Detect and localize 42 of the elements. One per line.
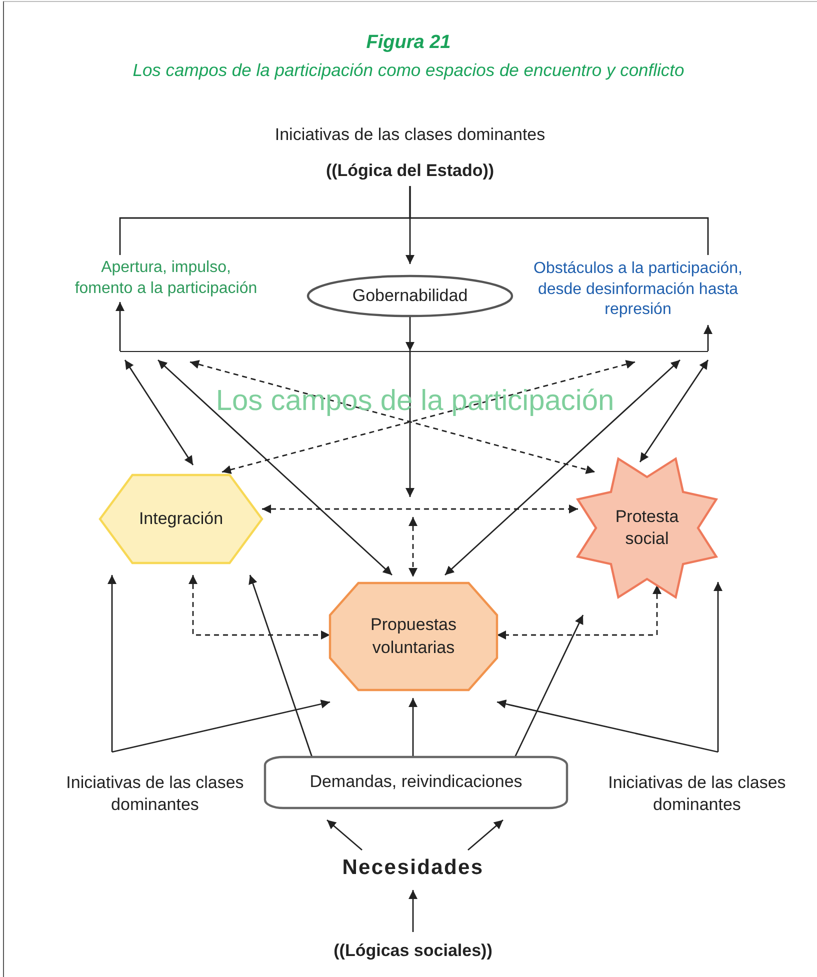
dashed-arrow: [262, 504, 578, 514]
arrow: [408, 890, 418, 932]
figure-title: Figura 21: [365, 32, 452, 54]
arrow: [406, 352, 414, 497]
hexagon-node: [100, 475, 262, 563]
text-label: ((Lógicas sociales)): [334, 940, 492, 962]
arrow: [468, 819, 504, 851]
arrow: [116, 302, 124, 351]
arrow: [248, 574, 313, 758]
dashed-arrow: [188, 575, 330, 640]
arrow: [158, 359, 392, 576]
text-label: Necesidades: [342, 855, 484, 882]
arrow: [124, 360, 194, 466]
arrow: [496, 700, 718, 753]
octagon-node: [330, 583, 497, 690]
arrow: [326, 819, 362, 851]
connector-line: [409, 186, 709, 255]
arrow: [112, 700, 330, 753]
node-label: Propuestas voluntarias: [370, 614, 458, 658]
arrow: [514, 614, 584, 758]
node-label: Demandas, reivindicaciones: [310, 771, 522, 794]
text-label: Iniciativas de las clases dominantes: [65, 772, 245, 816]
node-label: Protesta social: [614, 506, 680, 550]
ellipse-node: [308, 276, 512, 316]
rounded-box: [265, 757, 567, 808]
dashed-arrow: [497, 585, 662, 640]
arrow: [639, 360, 709, 462]
arrow: [444, 359, 680, 576]
dashed-arrow: [408, 517, 418, 577]
arrow: [704, 325, 712, 351]
arrow: [108, 575, 116, 752]
arrow: [714, 582, 722, 752]
figure-caption: Los campos de la participación como espacios de encuentro y conflicto: [132, 60, 686, 81]
node-label: Integración: [138, 508, 224, 530]
arrow: [408, 698, 418, 757]
node-label: Gobernabilidad: [352, 284, 468, 307]
text-label: Iniciativas de las clases dominantes: [274, 124, 546, 146]
text-label: Obstáculos a la participación, desde desinformación hasta represión: [532, 258, 744, 320]
text-label: Apertura, impulso, fomento a la participación: [74, 258, 258, 298]
text-label: ((Lógica del Estado)): [326, 160, 494, 182]
text-label: Iniciativas de las clases dominantes: [607, 772, 787, 816]
arrow: [406, 316, 414, 351]
